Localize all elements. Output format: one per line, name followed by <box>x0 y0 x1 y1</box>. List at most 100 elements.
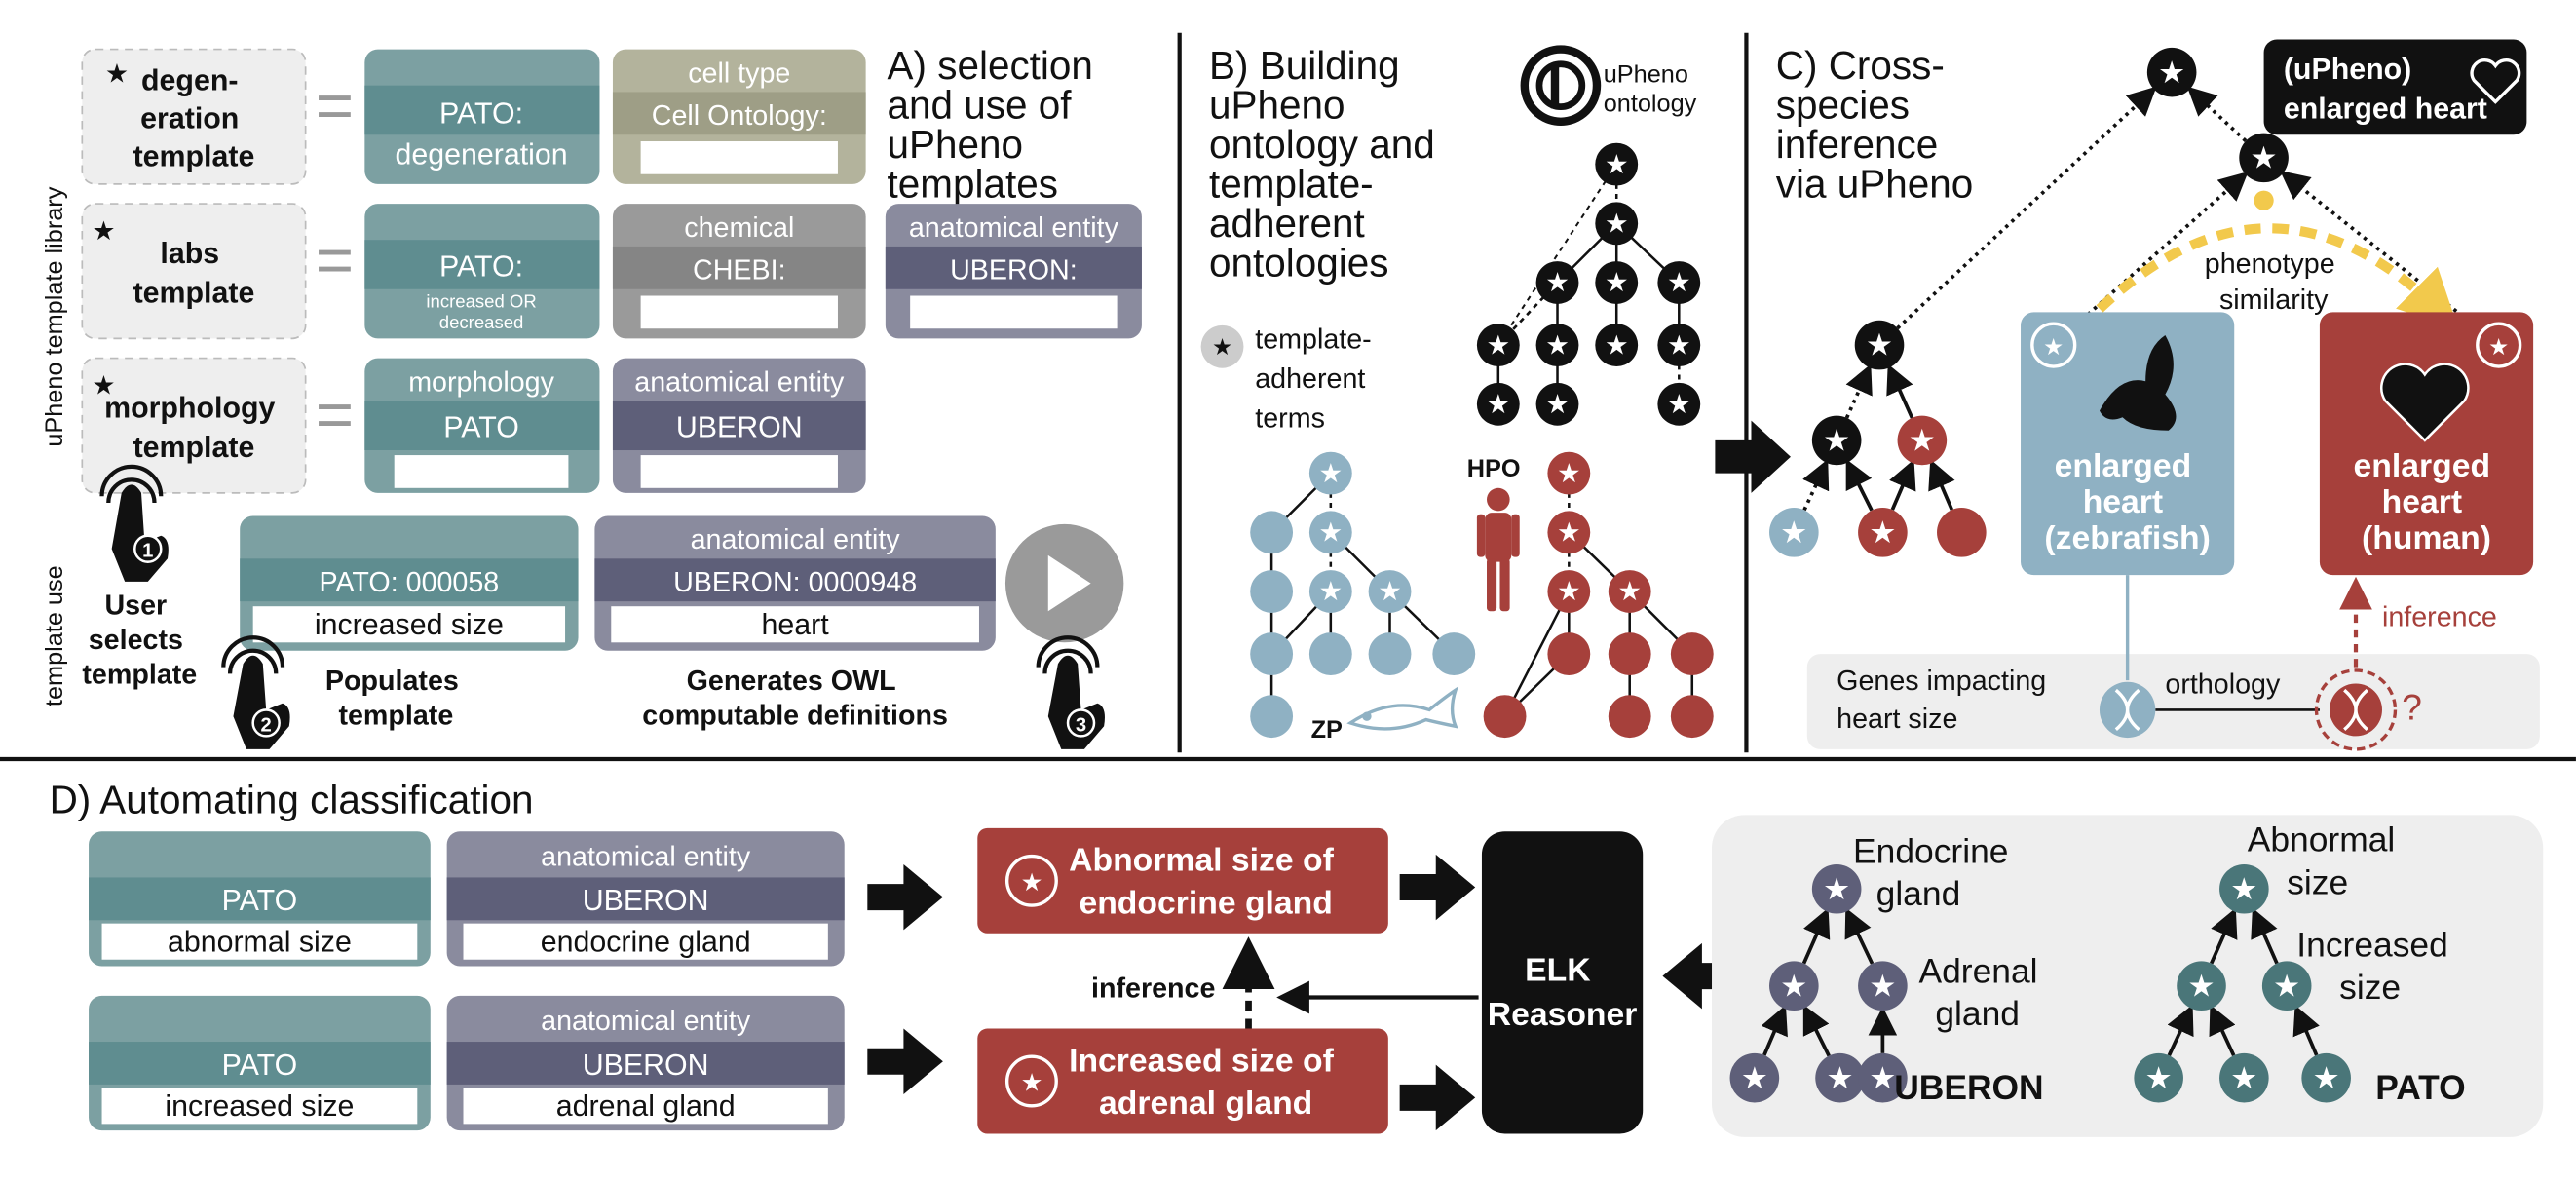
star-icon: ★ <box>1487 389 1511 419</box>
star-icon: ★ <box>1021 1070 1043 1097</box>
svg-text:Increased size of adre: Increased size of adrenal gland <box>1069 1042 1343 1122</box>
ontology-node <box>1815 1052 1865 1103</box>
class-increased-size-adrenal-gland[interactable]: ★ Increased size of adrenal gland <box>977 1028 1388 1134</box>
upheno-logo: uPheno ontology <box>1520 45 1697 126</box>
morphology-template[interactable]: ★ morphology template <box>81 357 307 494</box>
svg-text:(uPheno): (uPheno) <box>2284 54 2411 86</box>
empty-slot[interactable] <box>640 141 838 174</box>
filled-pato-box: PATO: 000058 increased size <box>240 515 579 651</box>
panel-c: C) Cross- species inference via uPheno (… <box>1769 39 2540 751</box>
star-icon: ★ <box>1557 458 1581 488</box>
adrenal-gland-label: Adrenal gland <box>1918 951 2047 1033</box>
pato-label: PATO <box>2375 1068 2465 1107</box>
svg-text:chemical: chemical <box>684 212 794 244</box>
zp-node <box>1250 695 1294 739</box>
star-icon: ★ <box>1823 871 1850 906</box>
empty-slot[interactable] <box>394 455 569 488</box>
upheno-root-node <box>2146 47 2197 97</box>
svg-text:UBERON: UBERON <box>676 412 803 444</box>
pato-abnormal-size-box: PATO abnormal size <box>89 831 431 967</box>
zp-node <box>1368 632 1412 676</box>
upheno-node <box>1535 261 1579 304</box>
pato-increased-size-box: PATO increased size <box>89 995 431 1131</box>
pato-labs-box: PATO: increased OR decreased <box>364 204 600 339</box>
svg-text:ELK Reasoner: ELK Reasoner <box>1488 952 1638 1034</box>
hpo-node <box>1670 695 1714 739</box>
svg-text:uPheno: uPheno <box>1604 60 1688 88</box>
star-icon: ★ <box>1605 149 1629 179</box>
edge <box>2186 86 2248 143</box>
template-label: morphology template <box>104 392 284 463</box>
panel-a: A) selection and use of uPheno templates… <box>41 43 1142 749</box>
svg-text:PATO: PATO <box>443 412 519 444</box>
edge <box>1844 363 1873 419</box>
star-icon: ★ <box>1021 869 1043 897</box>
svg-text:ontology: ontology <box>1604 91 1697 118</box>
arrow-row1 <box>867 863 943 931</box>
hpo-node <box>1547 632 1591 676</box>
hpo-node <box>1670 632 1714 676</box>
ontology-node <box>1858 1052 1908 1103</box>
uberon-labs-box: anatomical entity UBERON: <box>885 204 1142 339</box>
svg-text:UBERON:: UBERON: <box>950 255 1078 286</box>
edge <box>2167 1004 2194 1056</box>
empty-slot[interactable] <box>910 295 1118 329</box>
template-label: labs template <box>133 238 255 309</box>
svg-text:enlarged heart: enlarged heart (zebrafish) <box>2044 447 2211 556</box>
edge <box>2210 907 2238 965</box>
human-phenotype-card[interactable]: ★ enlarged heart (human) <box>2319 312 2534 576</box>
edge <box>2067 172 2249 332</box>
svg-text:UBERON: 0000948: UBERON: 0000948 <box>673 567 917 598</box>
zp-node <box>1769 508 1819 557</box>
ontology-node <box>2177 961 2226 1011</box>
upheno-node <box>1657 261 1701 304</box>
hpo-node <box>1608 570 1651 613</box>
star-icon: ★ <box>92 216 115 246</box>
zebrafish-icon <box>1346 686 1459 731</box>
svg-text:increased size: increased size <box>165 1090 354 1123</box>
hpo-node <box>1547 511 1591 554</box>
uberon-morphology-box: anatomical entity UBERON <box>612 358 866 493</box>
star-icon: ★ <box>1667 329 1691 360</box>
star-icon: ★ <box>2043 335 2064 361</box>
class-abnormal-size-endocrine-gland[interactable]: ★ Abnormal size of endocrine gland <box>977 827 1388 934</box>
svg-text:degeneration: degeneration <box>395 139 567 172</box>
elk-reasoner: ELK Reasoner <box>1481 831 1644 1134</box>
equals-sign: = <box>316 70 354 143</box>
ontology-node <box>2261 961 2312 1011</box>
edge <box>1801 907 1831 965</box>
ontology-node <box>2219 863 2269 914</box>
ontology-node <box>1858 961 1908 1011</box>
phenotype-similarity-label: phenotype similarity <box>2205 248 2343 316</box>
step3-label: Generates OWL computable definitions <box>642 666 948 731</box>
star-icon: ★ <box>1545 329 1570 360</box>
edge <box>1503 591 1571 717</box>
degeneration-template[interactable]: ★ degen- eration template <box>81 48 307 185</box>
svg-text:enlarged heart: enlarged heart <box>2284 93 2487 125</box>
human-heart-icon <box>2380 363 2470 442</box>
step1-label: User selects template <box>82 591 197 691</box>
svg-text:abnormal size: abnormal size <box>168 926 352 958</box>
star-icon: ★ <box>2158 55 2185 90</box>
svg-text:anatomical entity: anatomical entity <box>691 524 901 555</box>
cell-ontology-box: cell type Cell Ontology: <box>612 49 866 184</box>
star-icon: ★ <box>1319 576 1344 606</box>
uberon-adrenal-gland-box: anatomical entity UBERON adrenal gland <box>446 995 845 1131</box>
zebrafish-phenotype-card[interactable]: ★ enlarged heart (zebrafish) <box>2021 312 2235 576</box>
edge <box>1802 459 1830 512</box>
star-icon: ★ <box>1212 335 1232 361</box>
play-button[interactable] <box>1004 523 1124 643</box>
arrow-row2 <box>867 1028 943 1095</box>
svg-text:UBERON: UBERON <box>583 1049 709 1082</box>
endocrine-gland-label: Endocrine gland <box>1853 831 2018 913</box>
human-figure-icon <box>1476 487 1520 612</box>
star-icon: ★ <box>1869 515 1896 550</box>
empty-slot[interactable] <box>640 295 838 329</box>
empty-slot[interactable] <box>640 455 838 488</box>
svg-text:anatomical entity: anatomical entity <box>541 1006 751 1037</box>
star-icon: ★ <box>1909 423 1936 458</box>
labs-template[interactable]: ★ labs template <box>81 203 307 340</box>
star-icon: ★ <box>105 58 129 88</box>
upheno-node <box>1595 202 1639 246</box>
